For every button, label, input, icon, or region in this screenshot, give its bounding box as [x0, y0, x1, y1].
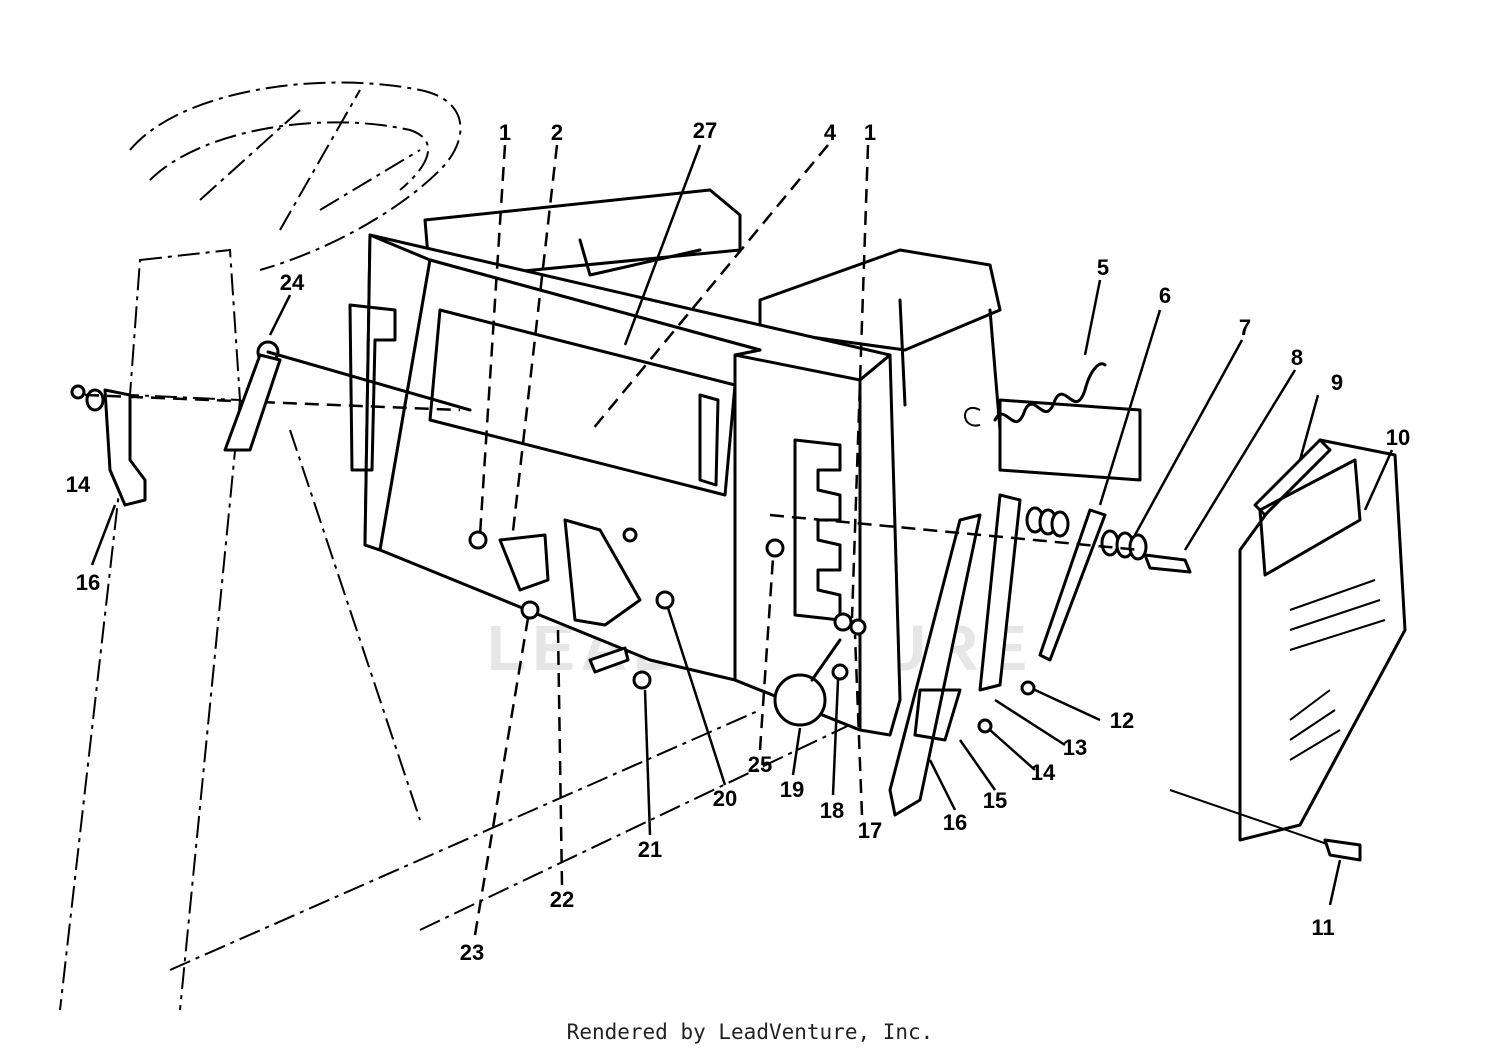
callout-22: 22 — [550, 887, 574, 912]
callout-19: 19 — [780, 777, 804, 802]
rear-cover — [1169, 438, 1407, 862]
callout-13: 13 — [1063, 735, 1087, 760]
callout-14-right: 14 — [1031, 760, 1056, 785]
right-brackets — [888, 493, 1107, 817]
callout-14-left: 14 — [66, 472, 91, 497]
leader-lines — [90, 144, 1394, 936]
callout-1-right: 1 — [864, 120, 876, 145]
callout-21: 21 — [638, 837, 662, 862]
callout-20: 20 — [713, 786, 737, 811]
callout-6: 6 — [1159, 283, 1171, 308]
callout-10: 10 — [1386, 425, 1410, 450]
callout-17: 17 — [858, 818, 882, 843]
callout-16-right: 16 — [943, 810, 967, 835]
seat-housing — [423, 188, 1142, 482]
callout-15: 15 — [983, 788, 1007, 813]
callout-12: 12 — [1110, 708, 1134, 733]
dash-panel — [348, 233, 902, 737]
callout-24: 24 — [280, 270, 305, 295]
shift-lever — [773, 638, 842, 727]
callout-5: 5 — [1097, 255, 1109, 280]
callouts: 1 2 27 4 1 5 6 7 8 9 10 24 14 16 12 13 1… — [66, 118, 1410, 965]
callout-16-left: 16 — [76, 570, 100, 595]
callout-8: 8 — [1291, 345, 1303, 370]
spring — [964, 362, 1107, 427]
rendered-by-footer: Rendered by LeadVenture, Inc. — [566, 1020, 934, 1044]
callout-11: 11 — [1311, 915, 1334, 940]
bolt-stack — [769, 506, 1192, 574]
center-linkage — [468, 518, 1036, 734]
arm — [223, 340, 472, 452]
callout-4: 4 — [824, 120, 837, 145]
callout-23: 23 — [460, 940, 484, 965]
callout-1-left: 1 — [499, 120, 511, 145]
callout-27: 27 — [693, 118, 717, 143]
callout-9: 9 — [1331, 370, 1343, 395]
callout-2: 2 — [551, 120, 563, 145]
left-bracket — [70, 384, 461, 507]
callout-7: 7 — [1239, 315, 1251, 340]
steering-wheel-phantom — [59, 81, 861, 1011]
callout-18: 18 — [820, 798, 844, 823]
callout-25: 25 — [748, 752, 772, 777]
